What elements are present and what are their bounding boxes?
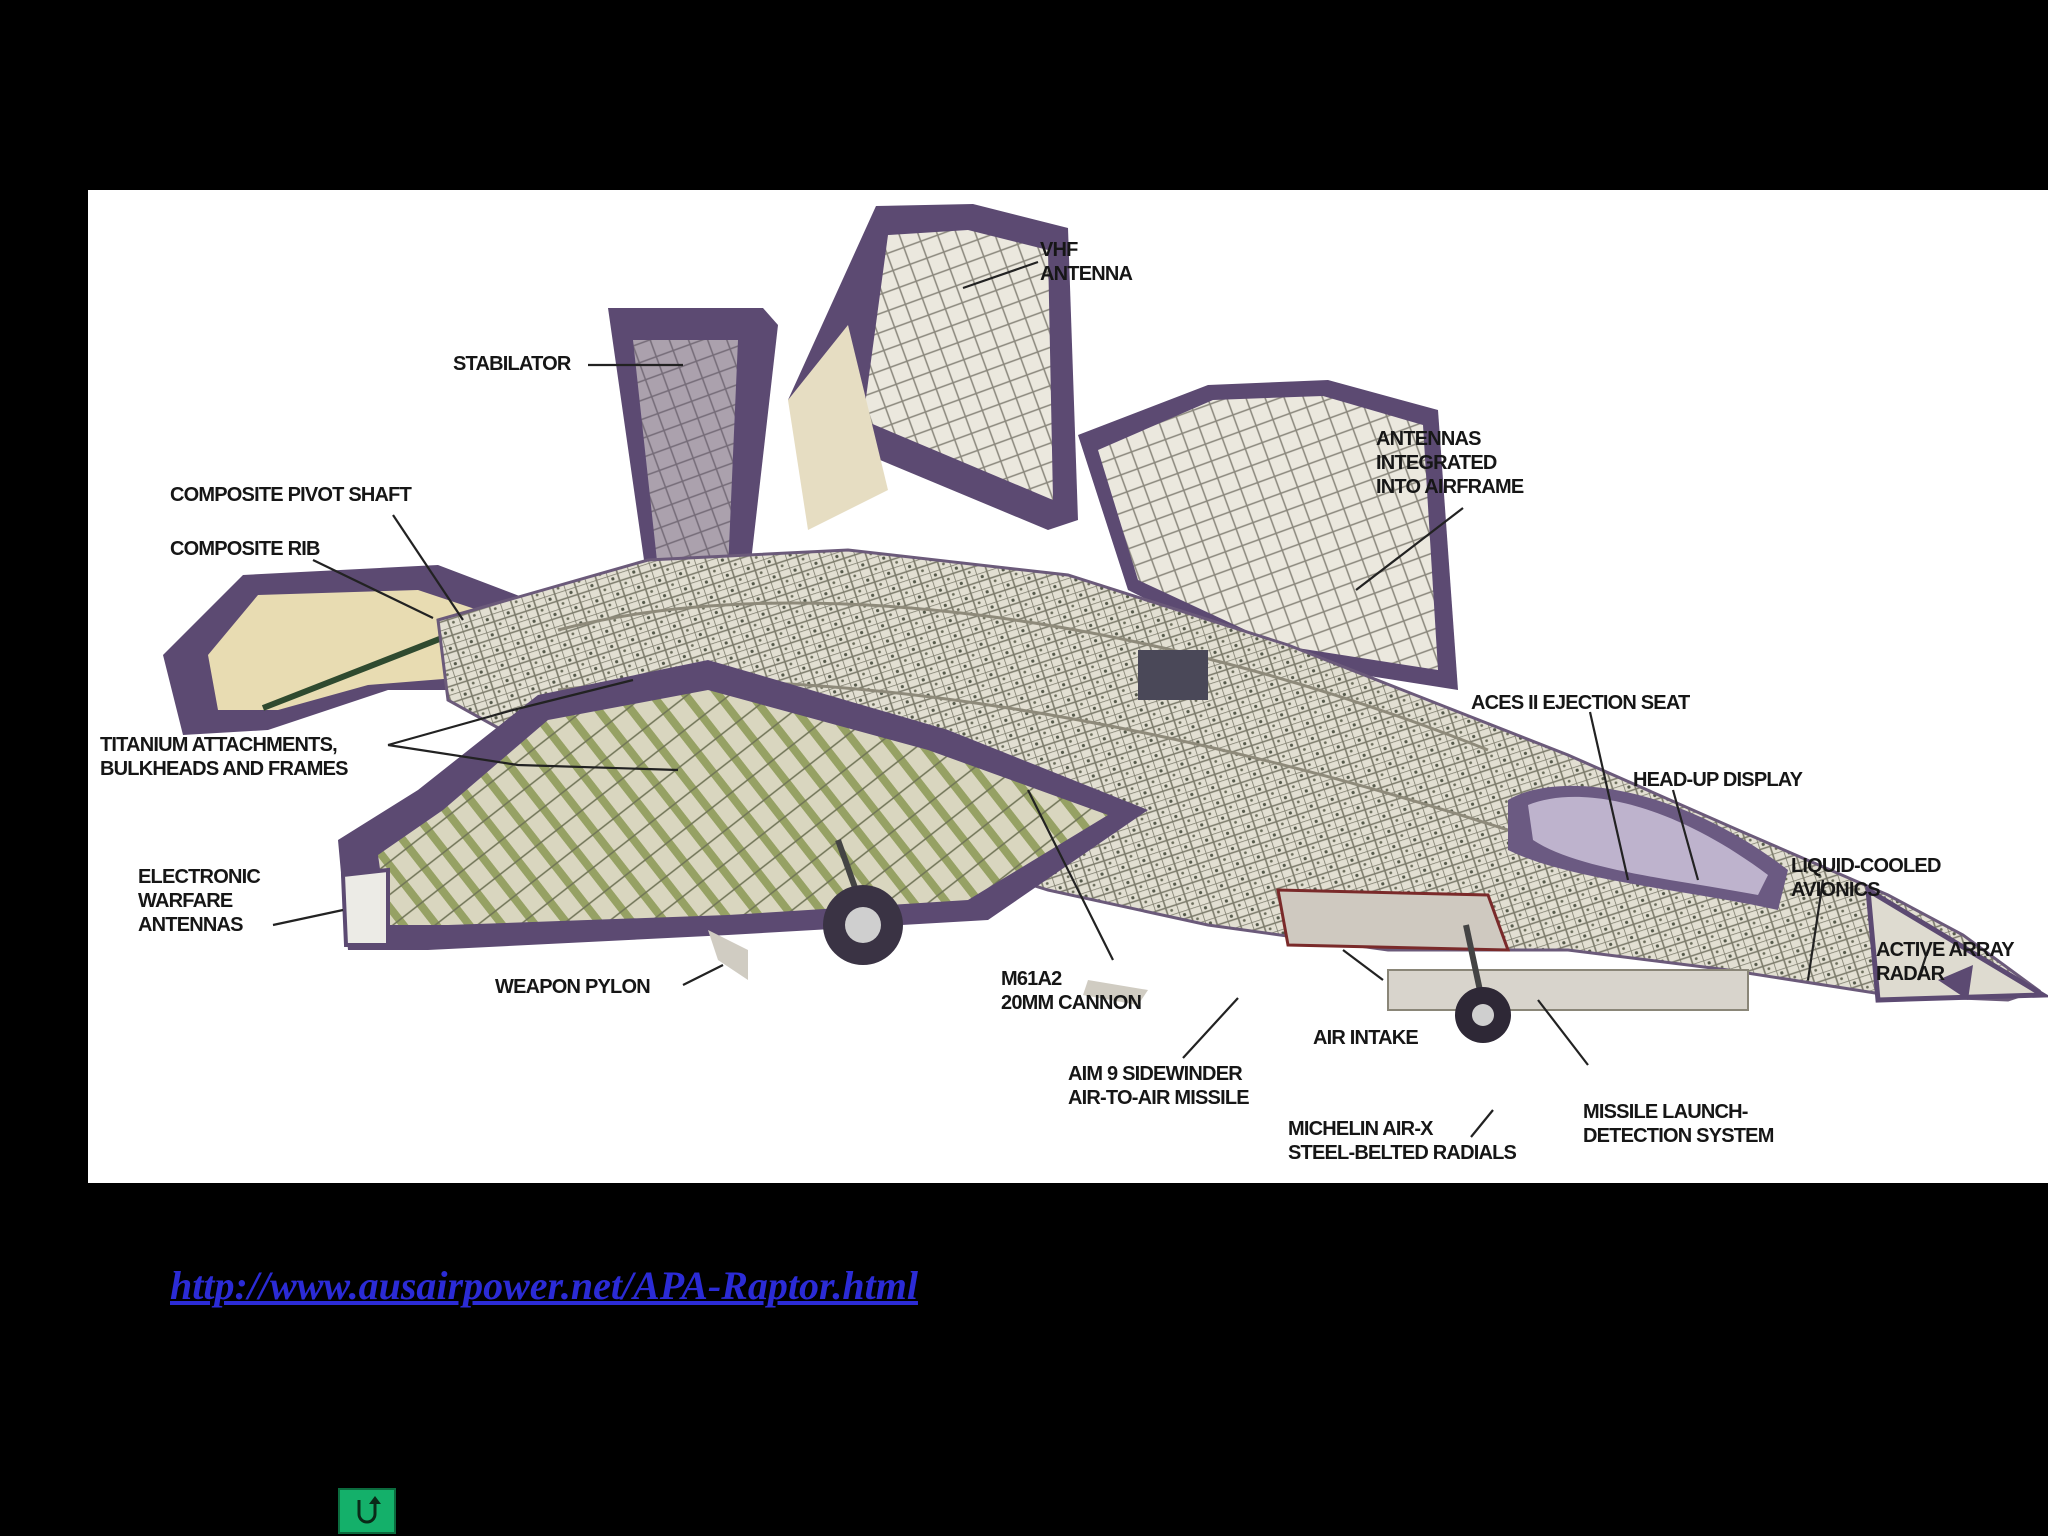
return-arrow-icon	[357, 1496, 381, 1524]
vertical-tail-left	[608, 308, 778, 588]
label-air-intake: AIR INTAKE	[1313, 1027, 1419, 1049]
weapon-pylon-shape	[708, 930, 748, 980]
canopy	[1508, 785, 1788, 910]
air-intake-duct	[1276, 888, 1749, 1011]
label-composite-rib: COMPOSITE RIB	[170, 538, 320, 560]
label-aces-ejection-seat: ACES II EJECTION SEAT	[1471, 692, 1690, 714]
label-active-array-radar: ACTIVE ARRAY RADAR	[1876, 939, 2015, 985]
aircraft-cutaway-illustration	[163, 204, 2048, 1138]
cutaway-diagram: VHF ANTENNA STABILATOR ANTENNAS INTEGRAT…	[88, 190, 2048, 1183]
label-stabilator: STABILATOR	[453, 353, 571, 375]
label-liquid-cooled-avionics: LIQUID-COOLED AVIONICS	[1791, 855, 1941, 901]
label-composite-pivot-shaft: COMPOSITE PIVOT SHAFT	[170, 484, 412, 506]
nose-cone	[1865, 885, 2048, 1003]
label-michelin-radials: MICHELIN AIR-X STEEL-BELTED RADIALS	[1288, 1118, 1517, 1164]
label-vhf-antenna: VHF ANTENNA	[1040, 239, 1133, 285]
main-landing-gear	[823, 838, 903, 965]
vertical-tail-right	[788, 204, 1078, 530]
label-m61a2-cannon: M61A2 20MM CANNON	[1001, 968, 1142, 1014]
source-link[interactable]: http://www.ausairpower.net/APA-Raptor.ht…	[170, 1263, 918, 1308]
return-button[interactable]	[338, 1488, 396, 1534]
label-antennas-integrated: ANTENNAS INTEGRATED INTO AIRFRAME	[1376, 428, 1524, 498]
label-weapon-pylon: WEAPON PYLON	[495, 976, 651, 998]
label-aim9-sidewinder: AIM 9 SIDEWINDER AIR-TO-AIR MISSILE	[1068, 1063, 1250, 1109]
stabilator-left	[163, 565, 543, 735]
leader-lines	[272, 260, 1930, 1138]
sidewinder-missile-shape	[1083, 980, 1148, 1005]
label-missile-launch-detection: MISSILE LAUNCH- DETECTION SYSTEM	[1583, 1101, 1774, 1147]
label-titanium-attachments: TITANIUM ATTACHMENTS, BULKHEADS AND FRAM…	[100, 734, 349, 780]
label-electronic-warfare-antennas: ELECTRONIC WARFARE ANTENNAS	[138, 866, 261, 936]
nose-landing-gear	[1455, 924, 1511, 1043]
label-head-up-display: HEAD-UP DISPLAY	[1633, 769, 1803, 791]
main-wing	[338, 660, 1148, 950]
